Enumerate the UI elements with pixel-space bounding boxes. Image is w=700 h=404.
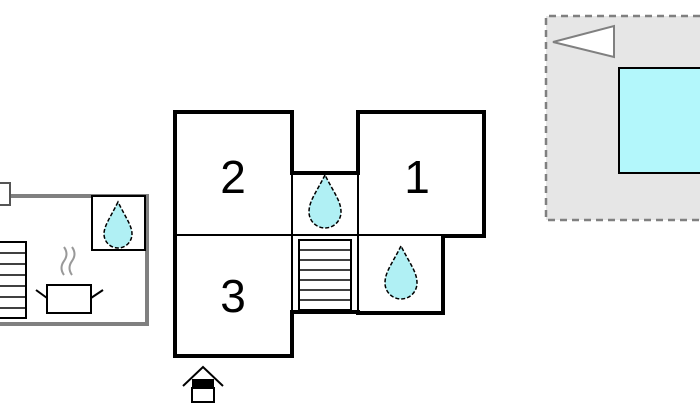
annex-wall (0, 194, 149, 326)
staircase-icon (298, 239, 352, 311)
pool-arrow-icon (552, 24, 615, 59)
room-1-label: 1 (404, 151, 430, 203)
pool-icon (618, 67, 700, 174)
pool-area (544, 14, 700, 222)
staircase-icon (0, 241, 27, 319)
annex-door-marker (0, 182, 11, 206)
annex-building (0, 182, 149, 326)
entrance-icon (182, 365, 224, 403)
water-drop-icon (384, 244, 418, 300)
room-3-label: 3 (220, 270, 246, 322)
water-drop-icon (308, 173, 342, 229)
kitchen-pot-icon (35, 246, 104, 314)
main-house: 2 1 3 (173, 110, 486, 358)
water-drop-icon (103, 200, 133, 249)
room-2-label: 2 (220, 151, 246, 203)
